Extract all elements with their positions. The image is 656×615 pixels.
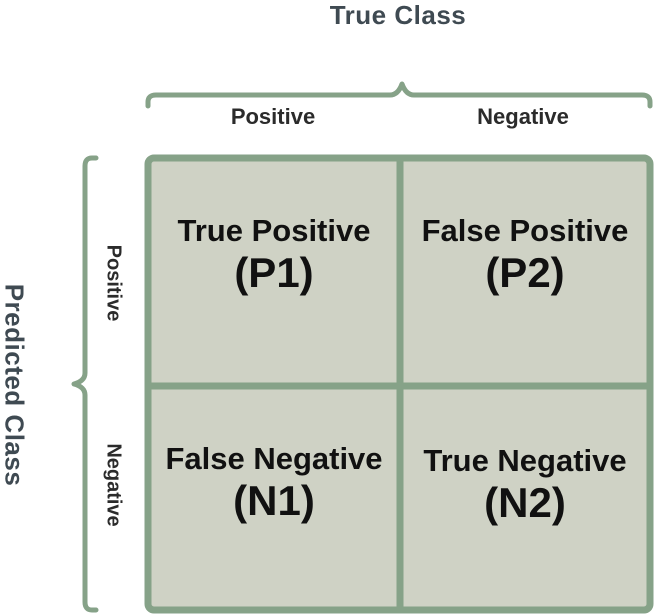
row-label-negative: Negative bbox=[102, 443, 125, 527]
cell-code: (P2) bbox=[485, 248, 565, 296]
true-class-title: True Class bbox=[329, 0, 467, 30]
cell-false-negative: False Negative (N1) bbox=[152, 428, 396, 538]
left-brace bbox=[71, 155, 99, 613]
column-label-positive: Positive bbox=[230, 104, 316, 129]
cell-false-positive: False Positive (P2) bbox=[404, 200, 646, 310]
cell-name: True Negative bbox=[423, 442, 627, 478]
cell-code: (P1) bbox=[234, 248, 314, 296]
cell-true-positive: True Positive (P1) bbox=[152, 200, 396, 310]
cell-name: True Positive bbox=[177, 212, 371, 248]
column-label-negative: Negative bbox=[477, 104, 569, 129]
cell-code: (N1) bbox=[233, 476, 315, 524]
cell-true-negative: True Negative (N2) bbox=[404, 430, 646, 540]
cell-name: False Positive bbox=[421, 212, 629, 248]
cell-code: (N2) bbox=[484, 478, 566, 526]
row-label-positive: Positive bbox=[102, 244, 125, 322]
top-brace bbox=[145, 81, 653, 109]
cell-name: False Negative bbox=[165, 440, 383, 476]
